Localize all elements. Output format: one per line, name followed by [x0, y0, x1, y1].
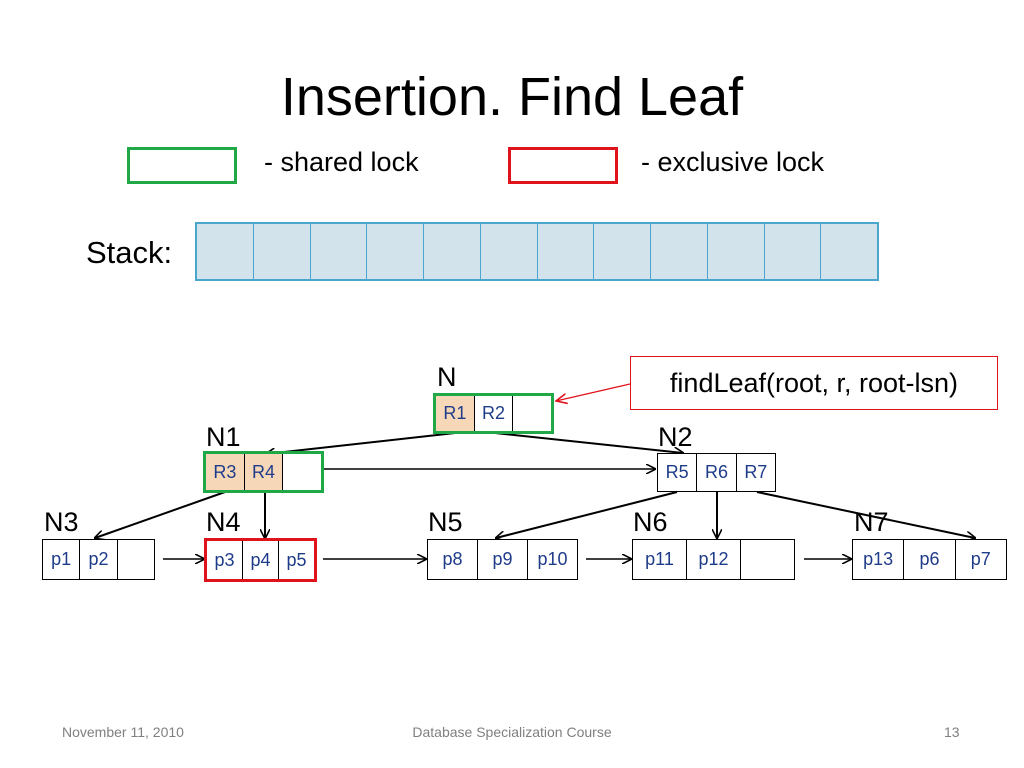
footer-page-number: 13	[944, 724, 960, 740]
arrow-n-to-n1	[266, 432, 456, 454]
node-cell: p2	[79, 540, 116, 579]
footer-course: Database Specialization Course	[412, 724, 612, 740]
node-n7: p13 p6 p7	[852, 539, 1007, 580]
stack-cell	[763, 224, 821, 279]
arrow-callout-to-n	[556, 383, 631, 401]
node-label-n5: N5	[428, 507, 463, 537]
shared-lock-legend-box	[127, 147, 237, 184]
node-cell	[512, 396, 551, 431]
node-n: R1 R2	[433, 393, 554, 434]
stack-cell	[820, 224, 877, 279]
stack-cell	[423, 224, 480, 279]
footer-date: November 11, 2010	[62, 724, 184, 740]
node-cell	[116, 540, 154, 579]
node-cell: p5	[278, 541, 314, 579]
node-cell: p9	[477, 540, 527, 579]
stack-cell	[252, 224, 310, 279]
node-label-n1: N1	[206, 422, 241, 452]
exclusive-lock-legend-label: - exclusive lock	[641, 147, 825, 177]
stack-cell	[706, 224, 764, 279]
shared-lock-legend-label: - shared lock	[264, 147, 419, 177]
node-cell: R2	[473, 396, 513, 431]
stack-cell	[479, 224, 537, 279]
node-n3: p1 p2	[42, 539, 155, 580]
node-n5: p8 p9 p10	[427, 539, 578, 580]
node-cell: R7	[735, 454, 775, 491]
node-cell: p1	[51, 549, 72, 569]
stack-cell	[536, 224, 594, 279]
findleaf-callout: findLeaf(root, r, root-lsn)	[630, 356, 998, 410]
node-cell: R6	[696, 454, 735, 491]
arrow-n-to-n2	[494, 432, 683, 453]
node-cell: p8	[442, 549, 463, 569]
stack-label: Stack:	[86, 235, 173, 270]
stack-cell	[650, 224, 707, 279]
node-cell: p12	[686, 540, 740, 579]
node-cell: R5	[665, 462, 689, 482]
node-cell: R4	[243, 454, 283, 490]
exclusive-lock-legend-box	[508, 147, 618, 184]
node-cell: p13	[863, 549, 894, 569]
slide-title: Insertion. Find Leaf	[280, 67, 744, 127]
stack-cell	[593, 224, 650, 279]
node-label-n3: N3	[44, 507, 79, 537]
node-cell	[740, 540, 794, 579]
node-n6: p11 p12	[632, 539, 795, 580]
node-cell	[282, 454, 321, 490]
node-label-n4: N4	[206, 507, 241, 537]
stack-cell	[309, 224, 367, 279]
node-cell: R1	[436, 396, 474, 431]
stack-bar	[195, 222, 879, 281]
node-cell: p4	[242, 541, 278, 579]
node-label-n6: N6	[633, 507, 668, 537]
node-cell: R3	[206, 454, 244, 490]
stack-cell	[366, 224, 423, 279]
arrow-n2-to-n5	[496, 491, 678, 538]
arrow-n2-to-n7	[756, 491, 975, 538]
node-n1: R3 R4	[203, 451, 324, 493]
node-cell: p3	[214, 549, 235, 570]
node-cell: p11	[645, 549, 674, 569]
node-cell: p6	[903, 540, 954, 579]
node-cell: p10	[527, 540, 577, 579]
node-cell: p7	[954, 540, 1006, 579]
node-n4: p3 p4 p5	[204, 538, 317, 582]
node-n2: R5 R6 R7	[657, 453, 776, 492]
node-label-n7: N7	[854, 507, 889, 537]
node-label-n: N	[437, 362, 457, 392]
node-label-n2: N2	[658, 422, 693, 452]
arrow-n1-to-n3	[95, 491, 226, 538]
